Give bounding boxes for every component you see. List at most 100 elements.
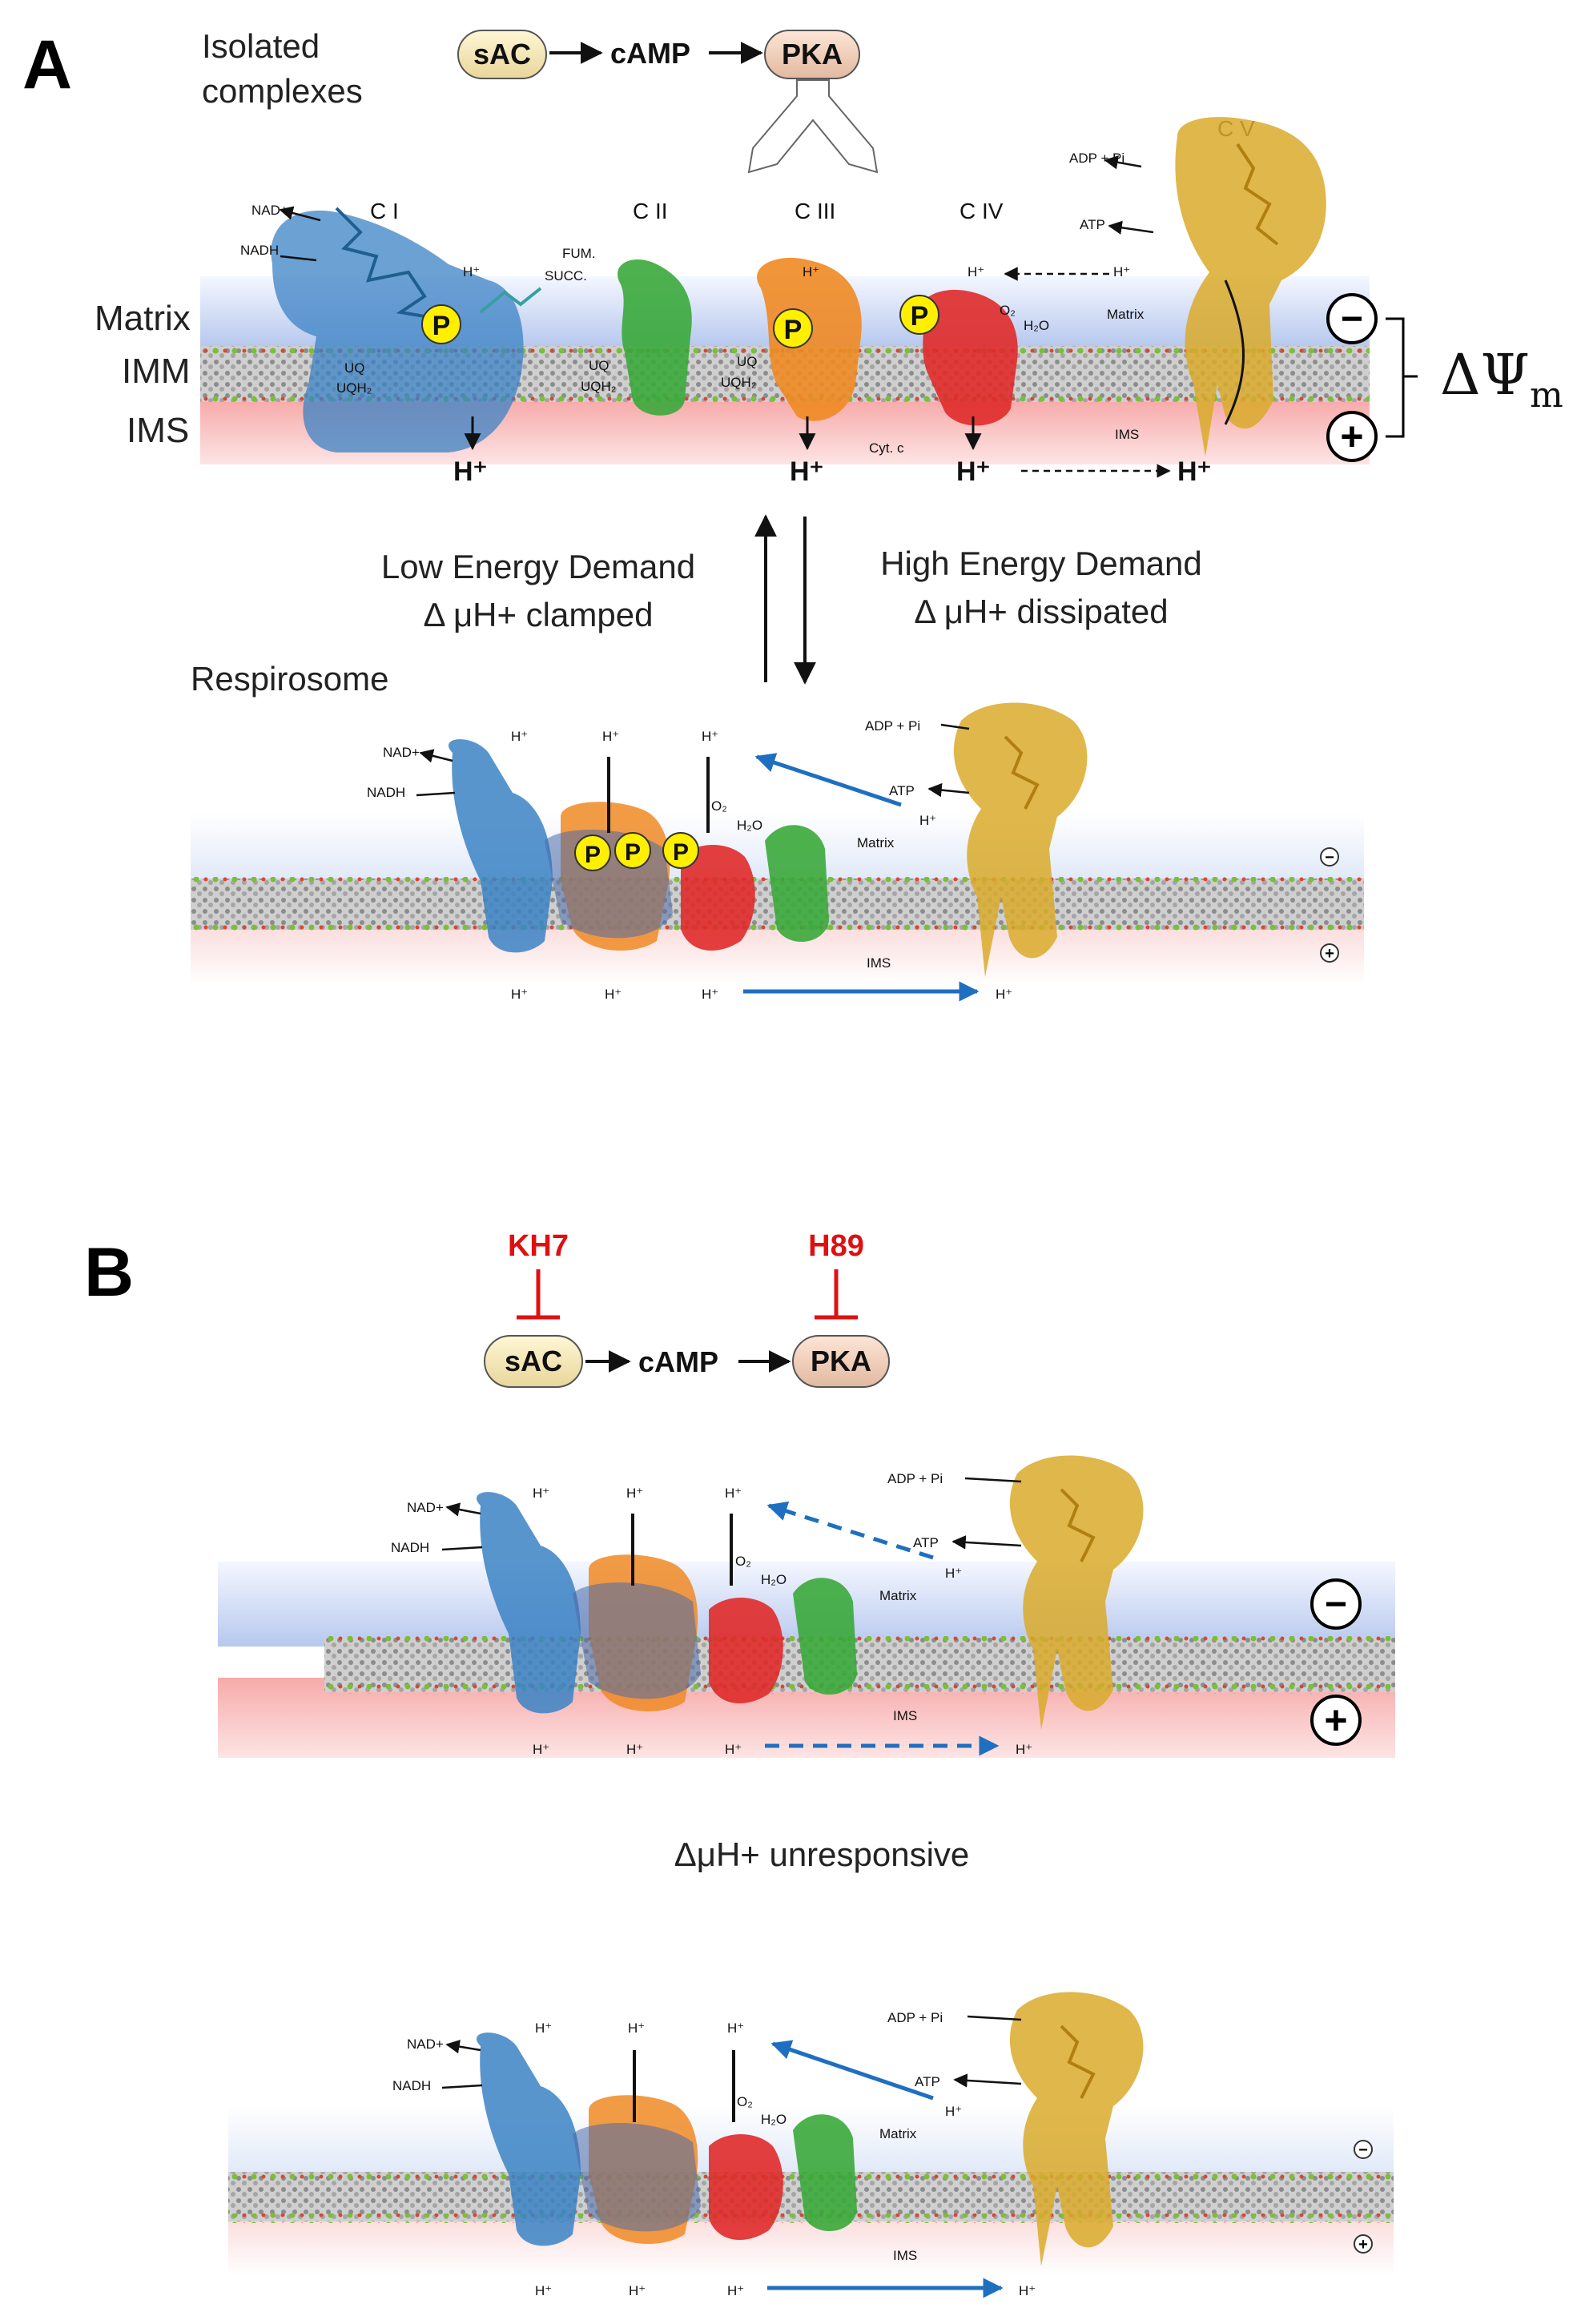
- respirosome-b2-labels: NAD+ NADH H⁺ H⁺ H⁺ O₂ H₂O ADP + Pi ATP H…: [392, 2010, 1373, 2298]
- minus-marker-a: −: [1326, 293, 1378, 344]
- h-c1-top: H⁺: [463, 264, 480, 279]
- svg-text:KH7: KH7: [508, 1229, 569, 1263]
- svg-text:ADP + Pi: ADP + Pi: [887, 2010, 943, 2025]
- respirosome-b2-complexes: [476, 1992, 1144, 2266]
- svg-text:ATP: ATP: [889, 783, 915, 798]
- label-uqh2-c2: UQH₂: [581, 379, 616, 394]
- label-adp: ADP + Pi: [1069, 151, 1124, 166]
- svg-text:H⁺: H⁺: [1016, 1742, 1032, 1757]
- svg-text:O₂: O₂: [735, 1554, 751, 1569]
- svg-text:NADH: NADH: [367, 785, 405, 800]
- low-demand-line1: Low Energy Demand: [381, 548, 695, 585]
- svg-text:H⁺: H⁺: [628, 2020, 645, 2036]
- high-demand-line1: High Energy Demand: [880, 545, 1202, 582]
- inhibitor-kh7: KH7: [508, 1229, 569, 1320]
- respirosome-b1-labels: NAD+ NADH H⁺ H⁺ H⁺ O₂ H₂O ADP + Pi ATP H…: [391, 1471, 1032, 1757]
- low-demand-line2: Δ μH+ clamped: [424, 596, 654, 633]
- svg-text:+: +: [1340, 414, 1363, 459]
- pka-pill-b: [792, 1335, 890, 1388]
- svg-text:H⁺: H⁺: [945, 1566, 962, 1581]
- h-c1-bottom: H⁺: [453, 456, 488, 487]
- label-uqh2-c1: UQH₂: [336, 380, 372, 396]
- svg-text:+: +: [1325, 945, 1334, 963]
- sac-pill-b: [484, 1335, 583, 1388]
- unresponsive-label: ΔμH+ unresponsive: [674, 1835, 970, 1873]
- svg-text:H⁺: H⁺: [727, 2283, 744, 2298]
- complex-iv-isolated: [920, 289, 1018, 426]
- respirosome-title: Respirosome: [191, 660, 388, 698]
- pka-label: PKA: [782, 38, 843, 70]
- svg-text:+: +: [1358, 2236, 1368, 2254]
- label-succ: SUCC.: [545, 268, 587, 283]
- label-uqh2-c3: UQH₂: [721, 375, 756, 390]
- isolated-title-line2: complexes: [202, 72, 363, 110]
- svg-text:H⁺: H⁺: [511, 987, 528, 1002]
- svg-text:H⁺: H⁺: [919, 813, 936, 828]
- svg-text:O₂: O₂: [737, 2094, 753, 2109]
- flux-arrow-matrix: [754, 753, 902, 807]
- high-demand-line2: Δ μH+ dissipated: [914, 593, 1168, 630]
- complex-ii-isolated: [618, 259, 692, 416]
- svg-text:H₂O: H₂O: [761, 2112, 787, 2127]
- plus-marker-a: +: [1326, 411, 1378, 462]
- complex-v-isolated: [1175, 117, 1326, 456]
- pathway-b: sAC cAMP PKA: [484, 1335, 890, 1388]
- label-atp: ATP: [1080, 217, 1105, 232]
- svg-text:−: −: [1358, 2141, 1368, 2159]
- delta-psi: ΔΨm: [1440, 342, 1563, 416]
- camp-label: cAMP: [610, 37, 690, 70]
- phospho-respirosome: P P P: [574, 832, 699, 871]
- label-uq-c2: UQ: [589, 358, 609, 373]
- svg-text:H⁺: H⁺: [702, 987, 718, 1002]
- sac-label-b: sAC: [505, 1345, 562, 1377]
- svg-text:H₂O: H₂O: [737, 818, 762, 833]
- svg-text:ADP + Pi: ADP + Pi: [887, 1471, 943, 1486]
- sac-pill: [457, 30, 547, 79]
- label-uq-c3: UQ: [737, 354, 758, 369]
- h-cv-bottom: H⁺: [1177, 456, 1212, 487]
- svg-text:IMS: IMS: [893, 2248, 917, 2263]
- svg-text:H⁺: H⁺: [626, 1486, 643, 1501]
- potential-bracket: [1386, 317, 1418, 438]
- h-c4-bottom: H⁺: [956, 456, 991, 487]
- svg-text:NAD+: NAD+: [407, 1500, 444, 1515]
- svg-text:ATP: ATP: [913, 1535, 939, 1550]
- phospho-c3: P: [773, 308, 813, 348]
- label-complex-ii: C II: [633, 199, 668, 223]
- svg-text:H⁺: H⁺: [605, 987, 622, 1002]
- label-o2: O₂: [1000, 303, 1016, 318]
- flux-arrow-matrix-dashed: [766, 1501, 934, 1560]
- pka-label-b: PKA: [811, 1345, 871, 1377]
- svg-text:NADH: NADH: [392, 2078, 431, 2093]
- svg-text:O₂: O₂: [711, 798, 727, 814]
- panel-b-letter: B: [84, 1234, 134, 1311]
- flux-arrow-matrix-b2: [770, 2040, 934, 2101]
- delta-psi-symbol: ΔΨ: [1440, 342, 1530, 408]
- svg-text:H⁺: H⁺: [727, 2020, 744, 2036]
- svg-text:NAD+: NAD+: [383, 745, 420, 760]
- inhibitor-h89: H89: [808, 1229, 864, 1320]
- delta-psi-sub: m: [1530, 375, 1563, 416]
- minus-marker-small-b2: −: [1354, 2140, 1373, 2159]
- region-ims: IMS: [127, 411, 189, 450]
- svg-text:−: −: [1325, 849, 1334, 866]
- svg-text:NAD+: NAD+: [407, 2037, 444, 2052]
- svg-text:P: P: [432, 311, 451, 341]
- svg-text:H⁺: H⁺: [996, 987, 1012, 1002]
- label-ims-cv: IMS: [1115, 427, 1139, 442]
- svg-text:H⁺: H⁺: [629, 2283, 646, 2298]
- svg-text:+: +: [1324, 1698, 1347, 1743]
- svg-text:H₂O: H₂O: [761, 1572, 787, 1587]
- camp-label-b: cAMP: [638, 1345, 718, 1378]
- svg-text:−: −: [1341, 298, 1363, 340]
- svg-text:Matrix: Matrix: [879, 2126, 917, 2141]
- label-complex-iii: C III: [795, 199, 835, 223]
- svg-text:IMS: IMS: [893, 1708, 917, 1723]
- complex-i-isolated: [271, 207, 542, 452]
- svg-text:IMS: IMS: [867, 955, 891, 971]
- svg-text:ADP + Pi: ADP + Pi: [865, 718, 920, 734]
- svg-text:H⁺: H⁺: [533, 1486, 549, 1501]
- region-imm: IMM: [122, 352, 191, 391]
- label-nadh: NADH: [240, 243, 279, 258]
- svg-text:H⁺: H⁺: [511, 729, 528, 744]
